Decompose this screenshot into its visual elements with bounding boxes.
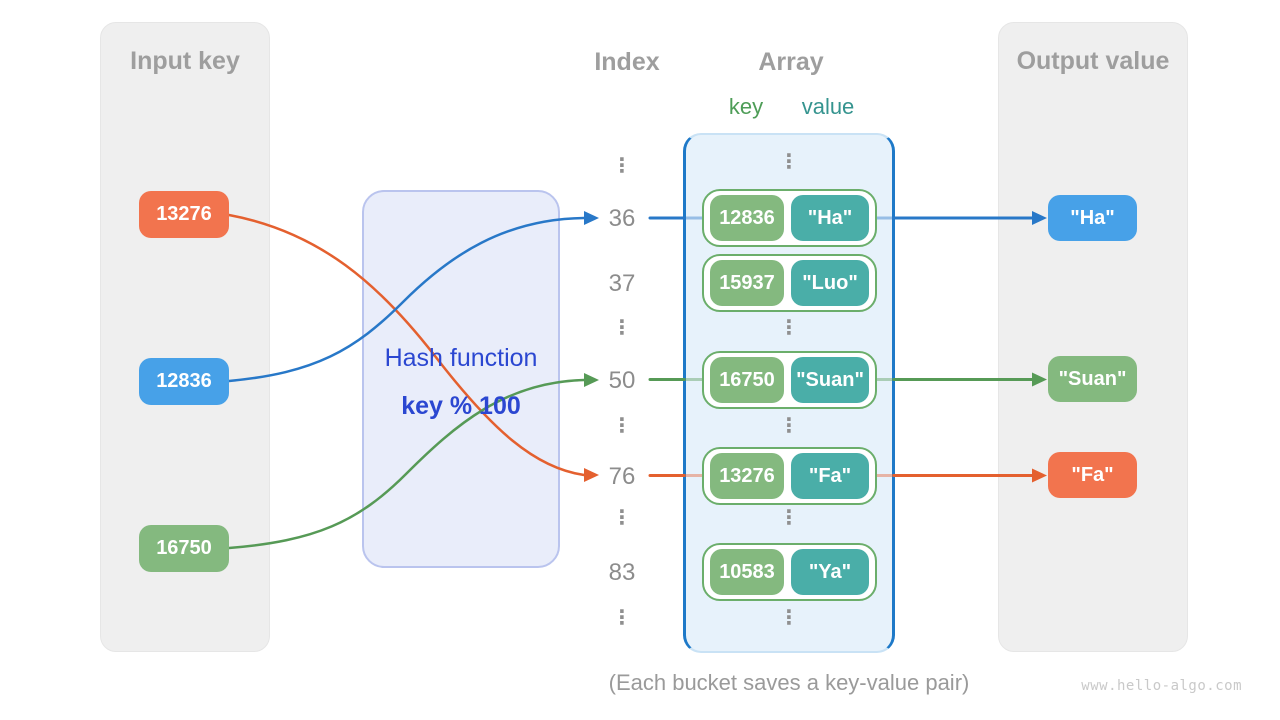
- array-ellipsis-2: ⋮: [779, 317, 799, 339]
- bucket-value-fa: "Fa": [791, 453, 869, 499]
- index-36: 36: [608, 205, 636, 232]
- bucket-key-16750: 16750: [710, 357, 784, 403]
- bucket-index-83: 10583 "Ya": [702, 543, 877, 601]
- index-ellipsis-4: ⋮: [612, 507, 632, 529]
- hash-function-label: Hash function: [384, 344, 538, 372]
- index-76: 76: [608, 463, 636, 490]
- bucket-key-10583: 10583: [710, 549, 784, 595]
- bucket-value-ya: "Ya": [791, 549, 869, 595]
- output-panel-title: Output value: [1016, 47, 1170, 75]
- hash-function-formula: key % 100: [401, 392, 521, 420]
- array-ellipsis-bottom: ⋮: [779, 607, 799, 629]
- bucket-key-15937: 15937: [710, 260, 784, 306]
- bucket-value-ha: "Ha": [791, 195, 869, 241]
- array-value-label: value: [801, 94, 855, 119]
- index-50: 50: [608, 367, 636, 394]
- input-panel-title: Input key: [130, 47, 240, 75]
- index-37: 37: [608, 270, 636, 297]
- output-value-ha: "Ha": [1048, 195, 1137, 241]
- diagram-caption: (Each bucket saves a key-value pair): [608, 670, 970, 695]
- index-ellipsis-2: ⋮: [612, 317, 632, 339]
- hash-function-box: [362, 190, 560, 568]
- input-key-12836: 12836: [139, 358, 229, 405]
- bucket-index-76: 13276 "Fa": [702, 447, 877, 505]
- index-ellipsis-bottom: ⋮: [612, 607, 632, 629]
- output-value-suan: "Suan": [1048, 356, 1137, 402]
- array-ellipsis-top: ⋮: [779, 151, 799, 173]
- output-value-fa: "Fa": [1048, 452, 1137, 498]
- index-ellipsis-top: ⋮: [612, 155, 632, 177]
- bucket-value-suan: "Suan": [791, 357, 869, 403]
- input-key-13276: 13276: [139, 191, 229, 238]
- index-column-header: Index: [594, 48, 660, 76]
- bucket-value-luo: "Luo": [791, 260, 869, 306]
- index-ellipsis-3: ⋮: [612, 415, 632, 437]
- watermark: www.hello-algo.com: [1081, 678, 1242, 694]
- array-key-label: key: [728, 94, 764, 119]
- index-83: 83: [608, 559, 636, 586]
- bucket-key-12836: 12836: [710, 195, 784, 241]
- output-value-panel: Output value: [998, 22, 1188, 652]
- array-ellipsis-4: ⋮: [779, 507, 799, 529]
- bucket-index-36: 12836 "Ha": [702, 189, 877, 247]
- array-column-header: Array: [758, 48, 824, 76]
- bucket-key-13276: 13276: [710, 453, 784, 499]
- array-ellipsis-3: ⋮: [779, 415, 799, 437]
- bucket-index-37: 15937 "Luo": [702, 254, 877, 312]
- input-key-16750: 16750: [139, 525, 229, 572]
- bucket-index-50: 16750 "Suan": [702, 351, 877, 409]
